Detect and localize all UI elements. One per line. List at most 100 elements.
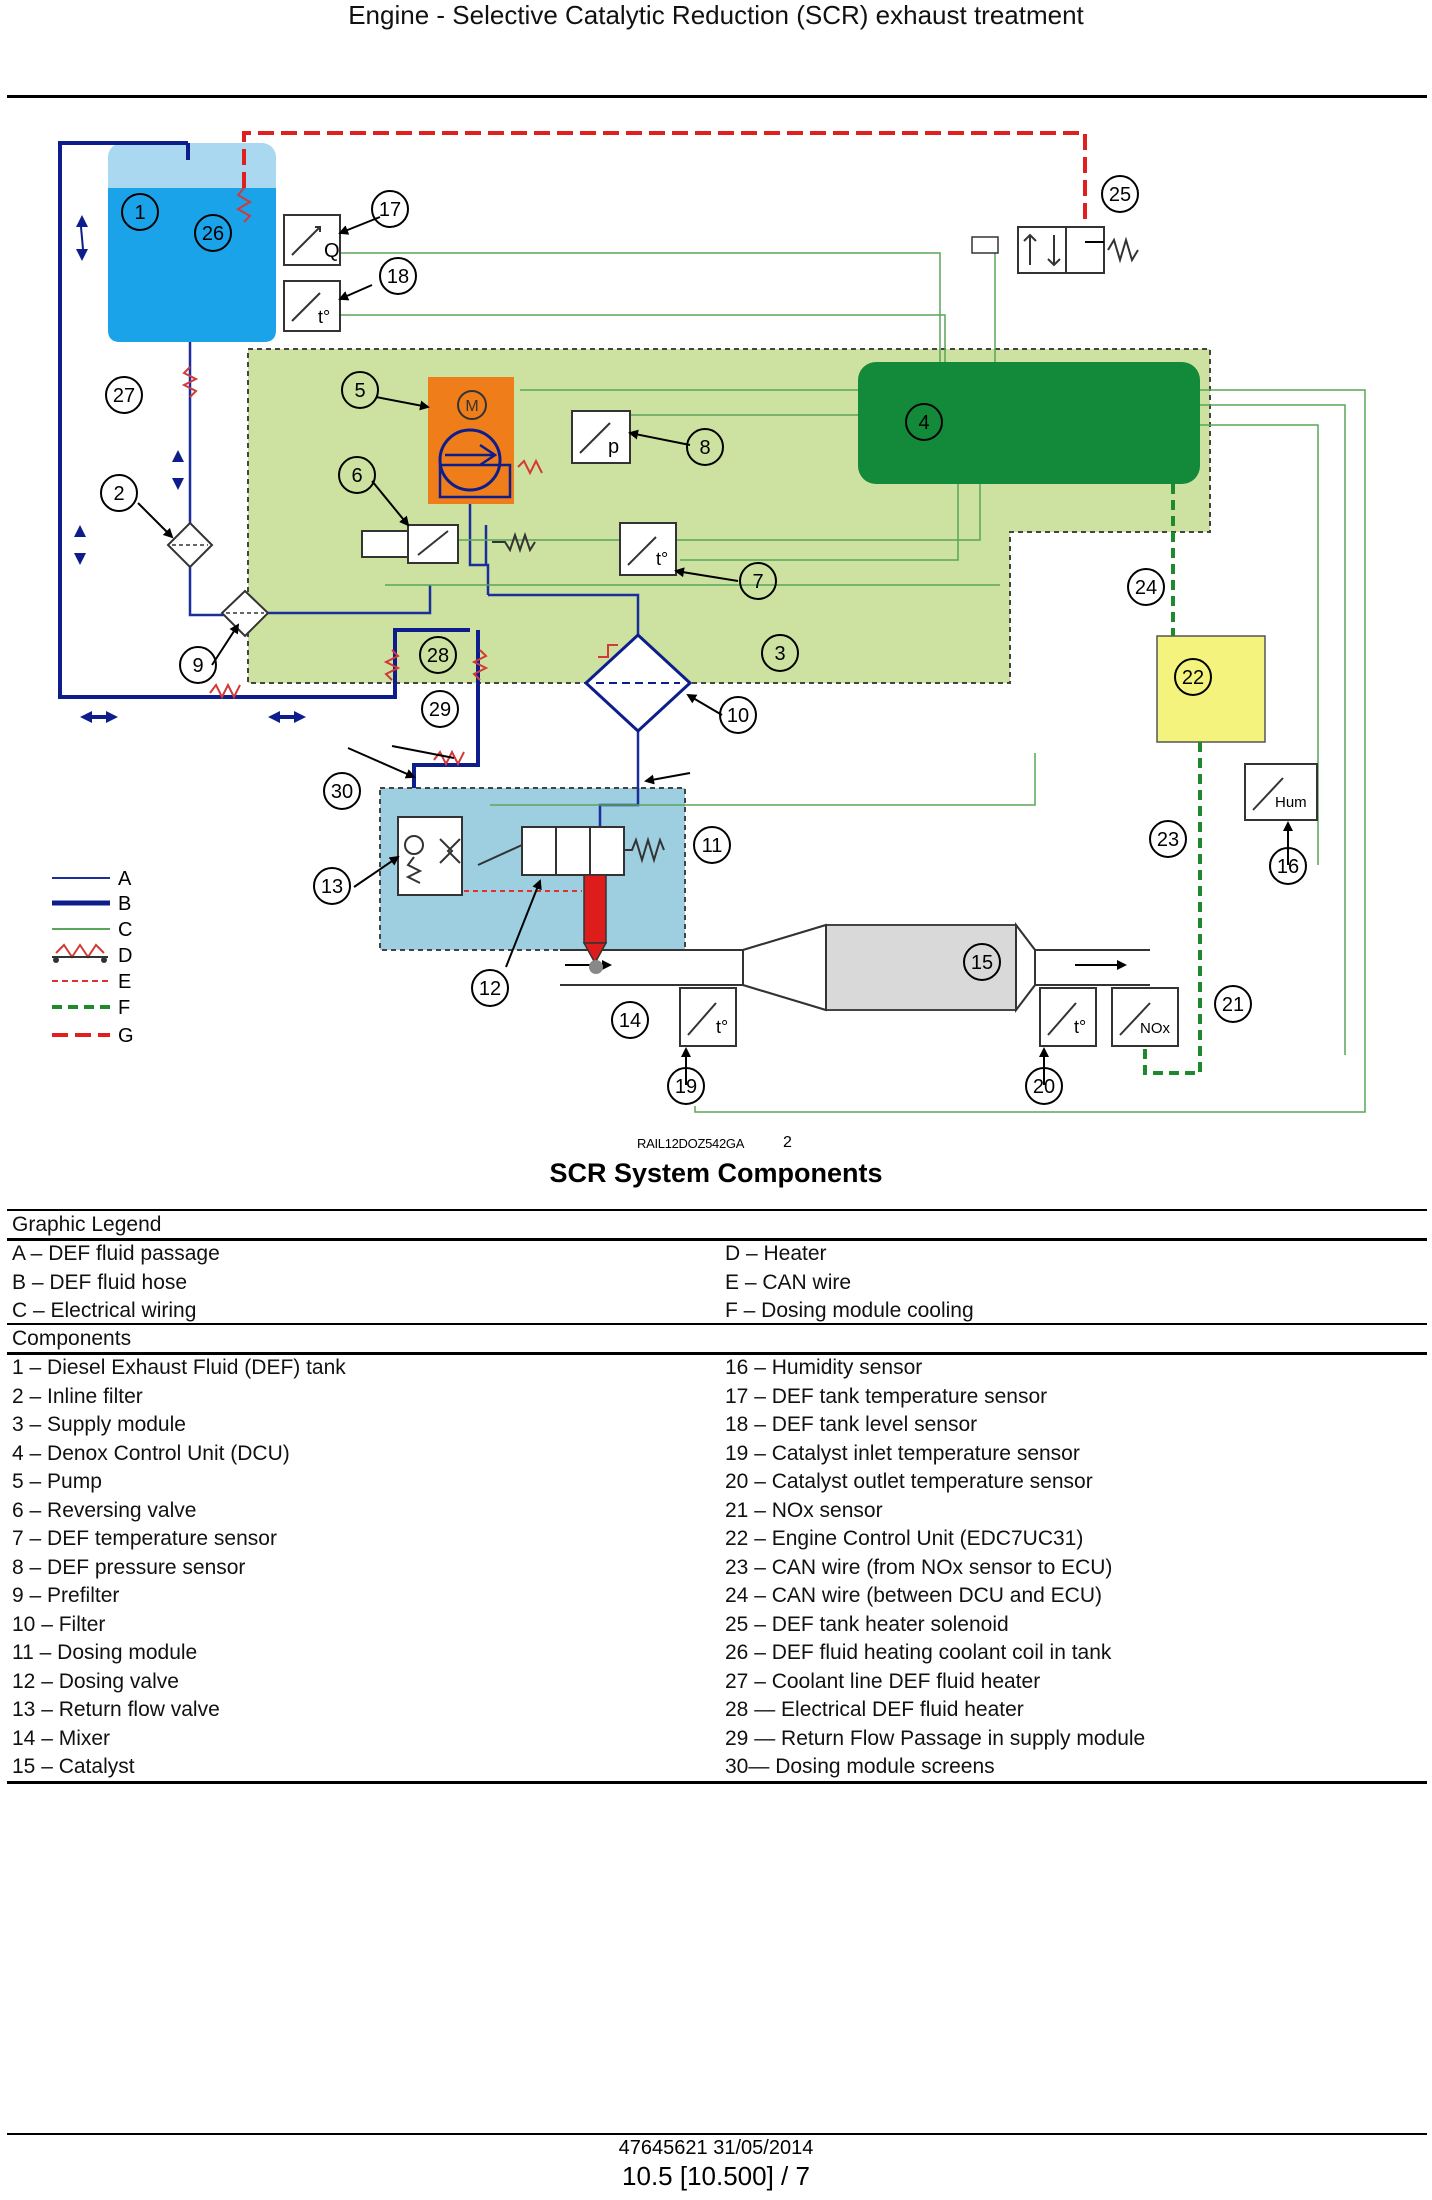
callout-3: 3 (774, 643, 785, 665)
header-rule (7, 95, 1427, 98)
graphic-legend-item: E – CAN wire (725, 1270, 852, 1294)
component-item: 10 – Filter (12, 1612, 106, 1636)
ecu-box (1156, 635, 1266, 743)
line-legend: A B C D E F G (52, 868, 134, 1047)
legend-key-a: A (118, 868, 132, 890)
catalyst-body (825, 924, 1017, 1011)
figure-number: 2 (783, 1134, 792, 1151)
component-item: 19 – Catalyst inlet temperature sensor (725, 1441, 1080, 1465)
callout-23: 23 (1157, 829, 1179, 851)
legend-key-d: D (118, 945, 132, 967)
components-top-rule (7, 1323, 1427, 1325)
nox-sensor-label: NOx (1140, 1020, 1171, 1037)
pump-motor-symbol (457, 390, 487, 420)
callout-8: 8 (699, 437, 710, 459)
dosing-valve (583, 874, 607, 944)
scr-system-diagram: M (52, 131, 1366, 1113)
component-item: 16 – Humidity sensor (725, 1356, 923, 1379)
footer-page-number: 10.5 [10.500] / 7 (622, 2161, 810, 2191)
pressure-sensor: p (571, 410, 631, 464)
callout-circles (100, 175, 1307, 1105)
callout-5: 5 (354, 380, 365, 402)
prefilter (220, 589, 270, 638)
callout-25: 25 (1109, 184, 1131, 206)
figure-reference-code: RAIL12DOZ542GA (637, 1136, 745, 1151)
coolant-line (242, 131, 1087, 227)
humidity-sensor-label: Hum (1275, 794, 1307, 811)
callout-27: 27 (113, 385, 135, 407)
component-item: 27 – Coolant line DEF fluid heater (725, 1669, 1041, 1693)
reversing-valve (361, 524, 536, 564)
component-item: 3 – Supply module (12, 1413, 186, 1436)
graphic-legend-item: D – Heater (725, 1242, 827, 1265)
callout-21: 21 (1222, 994, 1244, 1016)
components-rule (7, 1352, 1427, 1355)
component-item: 24 – CAN wire (between DCU and ECU) (725, 1584, 1102, 1607)
tank-temp-sensor-label: t° (318, 307, 330, 327)
component-item: 6 – Reversing valve (12, 1498, 197, 1522)
callout-16: 16 (1277, 856, 1299, 878)
component-item: 20 – Catalyst outlet temperature sensor (725, 1470, 1093, 1493)
callout-13: 13 (321, 876, 343, 898)
callout-12: 12 (479, 978, 501, 1000)
callout-7: 7 (752, 571, 763, 593)
callout-6: 6 (351, 465, 362, 487)
component-item: 28 — Electrical DEF fluid heater (725, 1698, 1024, 1721)
humidity-sensor: Hum (1244, 763, 1318, 821)
component-item: 12 – Dosing valve (12, 1669, 179, 1693)
component-item: 2 – Inline filter (12, 1384, 143, 1408)
callout-28: 28 (427, 645, 449, 667)
pump-motor-label: M (465, 398, 478, 415)
callout-17: 17 (379, 199, 401, 221)
component-item: 1 – Diesel Exhaust Fluid (DEF) tank (12, 1356, 346, 1379)
tank-sensors: Q t° (283, 214, 341, 332)
def-temp-sensor-label: t° (656, 549, 668, 569)
callout-24: 24 (1135, 577, 1157, 599)
inlet-temp-sensor-label: t° (716, 1017, 728, 1037)
callout-22: 22 (1182, 667, 1204, 689)
pressure-sensor-label: p (608, 436, 619, 458)
def-temp-sensor: t° (619, 522, 677, 576)
component-item: 9 – Prefilter (12, 1584, 120, 1607)
component-item: 30— Dosing module screens (725, 1755, 995, 1778)
component-item: 14 – Mixer (12, 1726, 111, 1750)
graphic-legend-rule (7, 1238, 1427, 1241)
dosing-module-internals (397, 816, 665, 974)
legend-key-b: B (118, 893, 131, 915)
pump-box (428, 377, 514, 504)
legend-bottom-rule (7, 1781, 1427, 1784)
callout-29: 29 (429, 699, 451, 721)
component-item: 8 – DEF pressure sensor (12, 1555, 246, 1579)
footer-document-code: 47645621 31/05/2014 (618, 2137, 814, 2159)
component-item: 13 – Return flow valve (12, 1698, 220, 1721)
component-item: 26 – DEF fluid heating coolant coil in t… (725, 1641, 1112, 1664)
graphic-legend-item: B – DEF fluid hose (12, 1270, 188, 1294)
graphic-legend-item: C – Electrical wiring (12, 1299, 197, 1322)
figure-caption: SCR System Components (549, 1158, 883, 1188)
callout-2: 2 (113, 483, 124, 505)
callout-10: 10 (727, 705, 749, 727)
component-item: 5 – Pump (12, 1470, 102, 1493)
component-item: 25 – DEF tank heater solenoid (725, 1612, 1009, 1636)
flow-arrows (74, 215, 306, 723)
callout-18: 18 (387, 266, 409, 288)
graphic-legend-item: A – DEF fluid passage (12, 1242, 220, 1265)
outlet-temp-sensor-label: t° (1074, 1017, 1086, 1037)
def-passage-lines (188, 342, 640, 828)
callout-26: 26 (202, 223, 224, 245)
electrical-wiring-lines (340, 242, 1366, 1113)
component-item: 4 – Denox Control Unit (DCU) (12, 1441, 290, 1465)
component-item: 21 – NOx sensor (725, 1498, 883, 1522)
main-filter (583, 632, 693, 734)
can-wire-lines (1143, 484, 1202, 1075)
callout-leaders (137, 216, 1293, 1085)
legend-key-g: G (118, 1025, 134, 1047)
graphic-legend-item: F – Dosing module cooling (725, 1299, 974, 1322)
callout-11: 11 (702, 835, 723, 857)
catalyst-sensors: t° t° NOx (679, 987, 1179, 1047)
dcu-box (858, 362, 1200, 484)
level-sensor-label: Q (324, 240, 340, 262)
legend-key-c: C (118, 919, 132, 941)
callout-15: 15 (971, 952, 993, 974)
component-item: 11 – Dosing module (12, 1641, 198, 1664)
